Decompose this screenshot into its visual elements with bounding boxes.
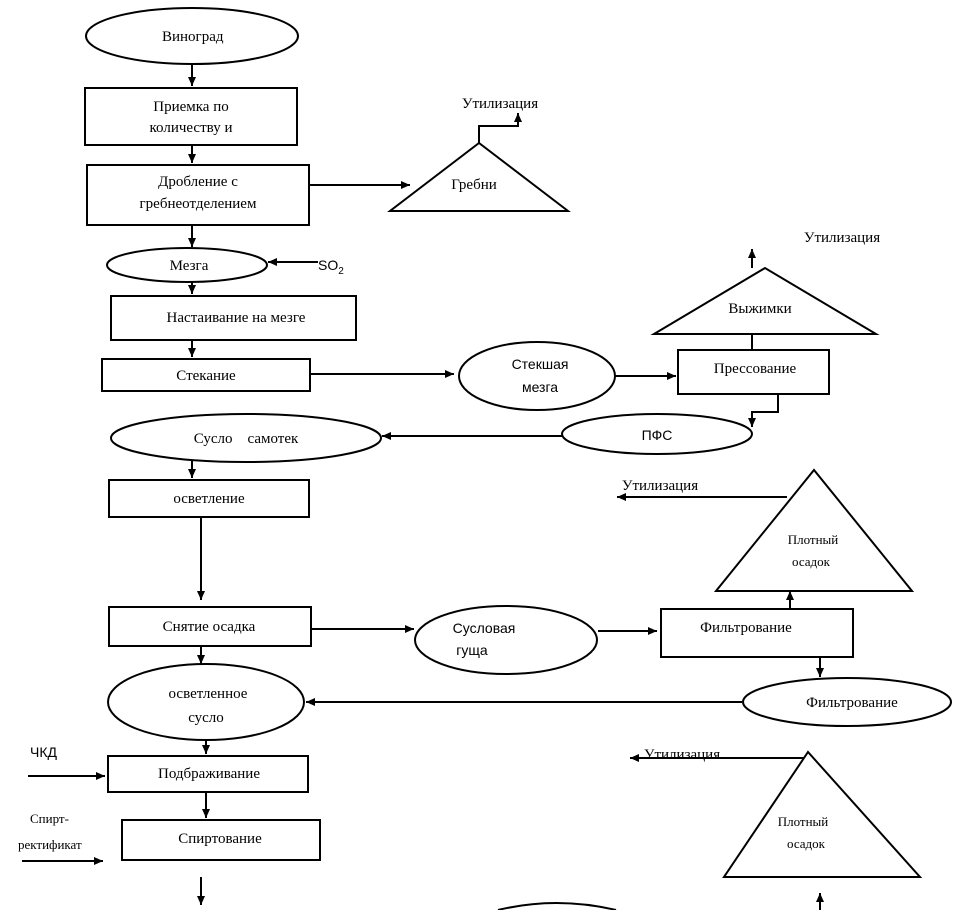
- label-dense-sediment2-1: Плотный: [778, 814, 829, 829]
- shapes: [84, 7, 952, 910]
- node-pomace-triangle: [650, 266, 880, 335]
- label-drained-must-2: мезга: [522, 379, 558, 395]
- label-lees-2: гуща: [456, 642, 488, 658]
- node-filtration-1: [660, 608, 854, 658]
- node-reception: [84, 87, 298, 146]
- label-clarification: осветление: [173, 491, 245, 507]
- node-sediment1-triangle: [713, 468, 915, 592]
- label-must: Мезга: [170, 258, 209, 274]
- label-filtration-2: Фильтрование: [806, 695, 898, 711]
- node-must: [106, 247, 268, 283]
- label-ckd: ЧКД: [30, 744, 57, 760]
- node-infusion: [110, 295, 357, 341]
- label-fortification: Спиртование: [178, 831, 262, 847]
- label-disposal-pomace: Утилизация: [804, 230, 880, 246]
- label-drained-must-1: Стекшая: [512, 356, 569, 372]
- node-draining: [101, 358, 311, 392]
- label-dense-sediment2-2: осадок: [787, 836, 826, 851]
- node-grapes: [85, 7, 299, 65]
- node-sediment2-triangle: [722, 750, 923, 878]
- label-disposal-sediment2: Утилизация: [644, 747, 720, 763]
- node-sediment-removal: [108, 606, 312, 647]
- label-disposal-sediment1: Утилизация: [622, 478, 698, 494]
- label-pomace: Выжимки: [728, 301, 791, 317]
- node-crushing: [86, 164, 310, 226]
- node-pfs: [561, 413, 753, 455]
- label-clarified-2: сусло: [188, 710, 224, 726]
- label-draining: Стекание: [176, 368, 236, 384]
- arrow-stems-disposal: [478, 113, 522, 143]
- node-lees: [414, 605, 598, 675]
- node-clarified: [107, 663, 305, 741]
- label-sediment-removal: Снятие осадка: [163, 619, 256, 635]
- label-infusion: Настаивание на мезге: [167, 310, 306, 326]
- label-freerun: Сусло самотек: [194, 431, 299, 447]
- label-spirit-2: ректификат: [18, 837, 82, 852]
- arrow-pressing-pfs: [748, 394, 779, 427]
- label-spirit-1: Спирт-: [30, 811, 69, 826]
- connectors: [22, 64, 824, 910]
- label-lees-1: Сусловая: [453, 620, 516, 636]
- label-so2: SO2: [318, 257, 344, 277]
- node-clarification: [108, 479, 310, 518]
- label-dense-sediment1-2: осадок: [792, 554, 831, 569]
- label-grapes: Виноград: [162, 29, 224, 45]
- label-reception-1: Приемка по: [153, 99, 229, 115]
- node-freerun: [110, 413, 382, 463]
- labels: Виноград Приемка по количеству и Дроблен…: [18, 29, 898, 852]
- label-dense-sediment1-1: Плотный: [788, 532, 839, 547]
- node-pressing: [677, 349, 830, 395]
- label-reception-2: количеству и: [150, 120, 233, 136]
- label-crushing-1: Дробление с: [158, 174, 238, 190]
- label-clarified-1: осветленное: [169, 686, 248, 702]
- node-drained-must: [458, 341, 616, 411]
- label-disposal-stems: Утилизация: [462, 96, 538, 112]
- label-crushing-2: гребнеотделением: [140, 196, 257, 212]
- node-stems-triangle: [387, 141, 571, 212]
- node-fermentation: [107, 755, 309, 793]
- label-filtration-1: Фильтрование: [700, 620, 792, 636]
- label-fermentation: Подбраживание: [158, 766, 260, 782]
- label-pfs: ПФС: [642, 427, 673, 443]
- node-next-partial: [497, 902, 617, 910]
- node-fortification: [121, 819, 321, 861]
- node-filtration-2: [742, 677, 952, 727]
- label-pressing: Прессование: [714, 361, 797, 377]
- label-stems: Гребни: [451, 177, 497, 193]
